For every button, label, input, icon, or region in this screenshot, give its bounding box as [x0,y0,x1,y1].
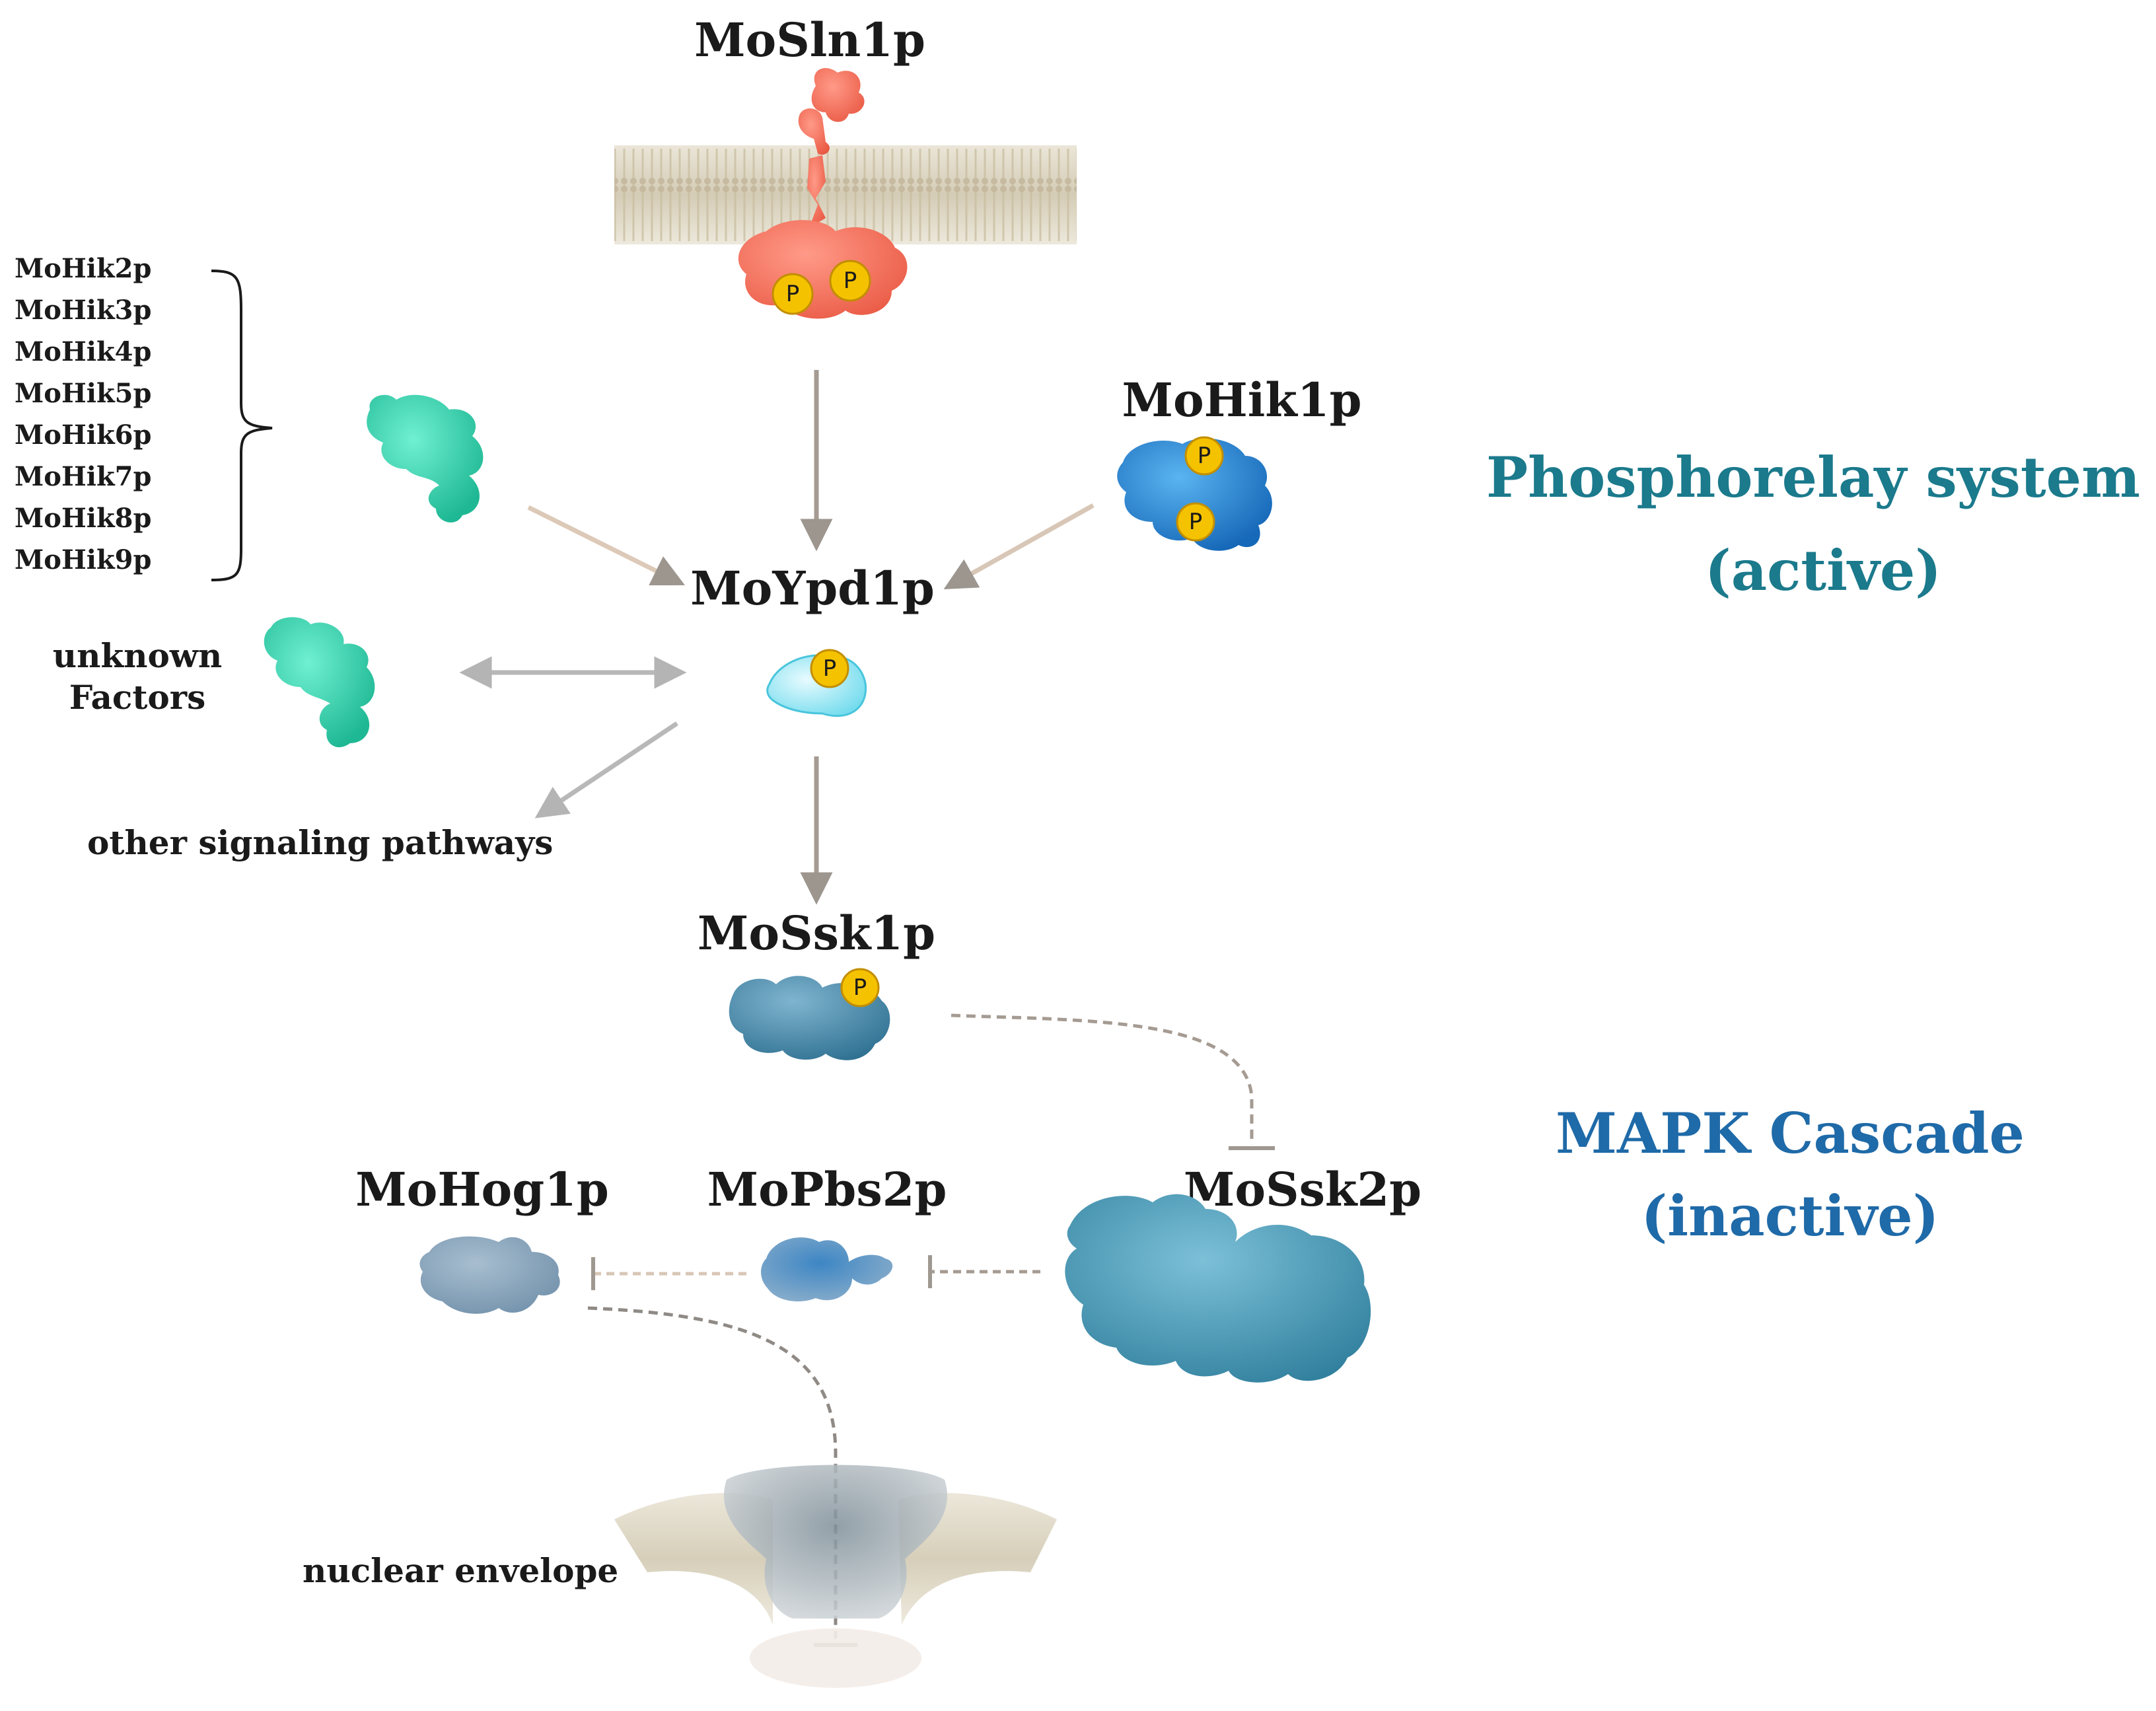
unknown-factors-label-line1: unknown [53,636,222,675]
hik1-phospho-2: P [1176,502,1215,542]
nuclear-membrane-right [898,1493,1057,1625]
unknown-factors-protein [264,617,375,748]
mapk-title-line1: MAPK Cascade [1556,1101,2025,1166]
unknown-factors: unknown Factors [53,617,375,748]
mossk1p-group: MoSsk1p P [698,906,935,1060]
mossk1p-label: MoSsk1p [698,906,935,961]
phospho-label: P [844,268,857,294]
phosphorelay-title-line1: Phosphorelay system [1486,445,2140,510]
mossk2p-protein [1065,1194,1371,1383]
mopbs2p-label: MoPbs2p [707,1162,947,1217]
moypd1p-group: MoYpd1p P [690,561,935,717]
phospho-label: P [1198,443,1211,469]
mopbs2p-protein [761,1237,893,1301]
inhibition-hog1-to-nucleus [587,1306,838,1638]
nuclear-envelope: nuclear envelope [303,1465,1057,1688]
mohog1p-label: MoHog1p [355,1162,609,1217]
hik-list-item: MoHik8p [15,503,151,534]
mapk-title: MAPK Cascade (inactive) [1556,1101,2025,1249]
nuclear-envelope-label: nuclear envelope [303,1551,618,1590]
nuclear-membrane-left [614,1493,773,1625]
mohog1p-group: MoHog1p [355,1162,609,1314]
ssk1-phospho: P [840,968,880,1007]
nuclear-pore-complex [723,1465,948,1619]
inhibition-ssk1-to-ssk2 [951,1013,1254,1145]
moypd1p-label: MoYpd1p [690,561,935,616]
hik-list-item: MoHik4p [15,336,151,367]
hik-list-item: MoHik2p [15,253,151,284]
phosphorelay-title: Phosphorelay system (active) [1486,445,2140,603]
hik1-phospho-1: P [1184,436,1224,476]
hik-list-item: MoHik3p [15,295,151,326]
mapk-title-line2: (inactive) [1641,1183,1939,1249]
phospho-label: P [853,974,867,1001]
hik-list-item: MoHik7p [15,461,151,492]
mohik1p-protein [1117,438,1272,551]
mossk2p-group: MoSsk2p [1065,1162,1421,1383]
hik-list-item: MoHik6p [15,419,151,451]
arrow-ypd1-to-other-pathways [534,721,678,819]
ypd1-phospho: P [810,649,849,688]
hik-group-protein [367,394,484,523]
mosln1p-label: MoSln1p [694,13,925,67]
sln1-membrane-group: P P MoSln1p [614,13,1077,319]
phospho-label: P [786,281,800,307]
phospho-label: P [823,655,837,682]
arrow-hik1-to-ypd1 [943,503,1095,589]
sln1-phospho-1: P [772,273,814,315]
hik-list-item: MoHik9p [15,544,151,575]
mopbs2p-group: MoPbs2p [707,1162,947,1301]
unknown-factors-label-line2: Factors [69,678,206,717]
other-pathways-label: other signaling pathways [87,823,553,862]
hik-list-brace [211,270,273,581]
phosphorelay-title-line2: (active) [1705,538,1941,603]
sln1-phospho-2: P [829,260,871,302]
hik-list-item: MoHik5p [15,378,151,409]
mohik1p-group: MoHik1p P P [1117,373,1362,551]
mossk2p-label: MoSsk2p [1184,1162,1421,1217]
phospho-label: P [1189,509,1203,535]
arrow-hik-group-to-ypd1 [527,505,685,586]
mohik1p-label: MoHik1p [1122,373,1361,427]
hik-list: MoHik2p MoHik3p MoHik4p MoHik5p MoHik6p … [15,253,273,581]
mohog1p-protein [419,1236,560,1314]
